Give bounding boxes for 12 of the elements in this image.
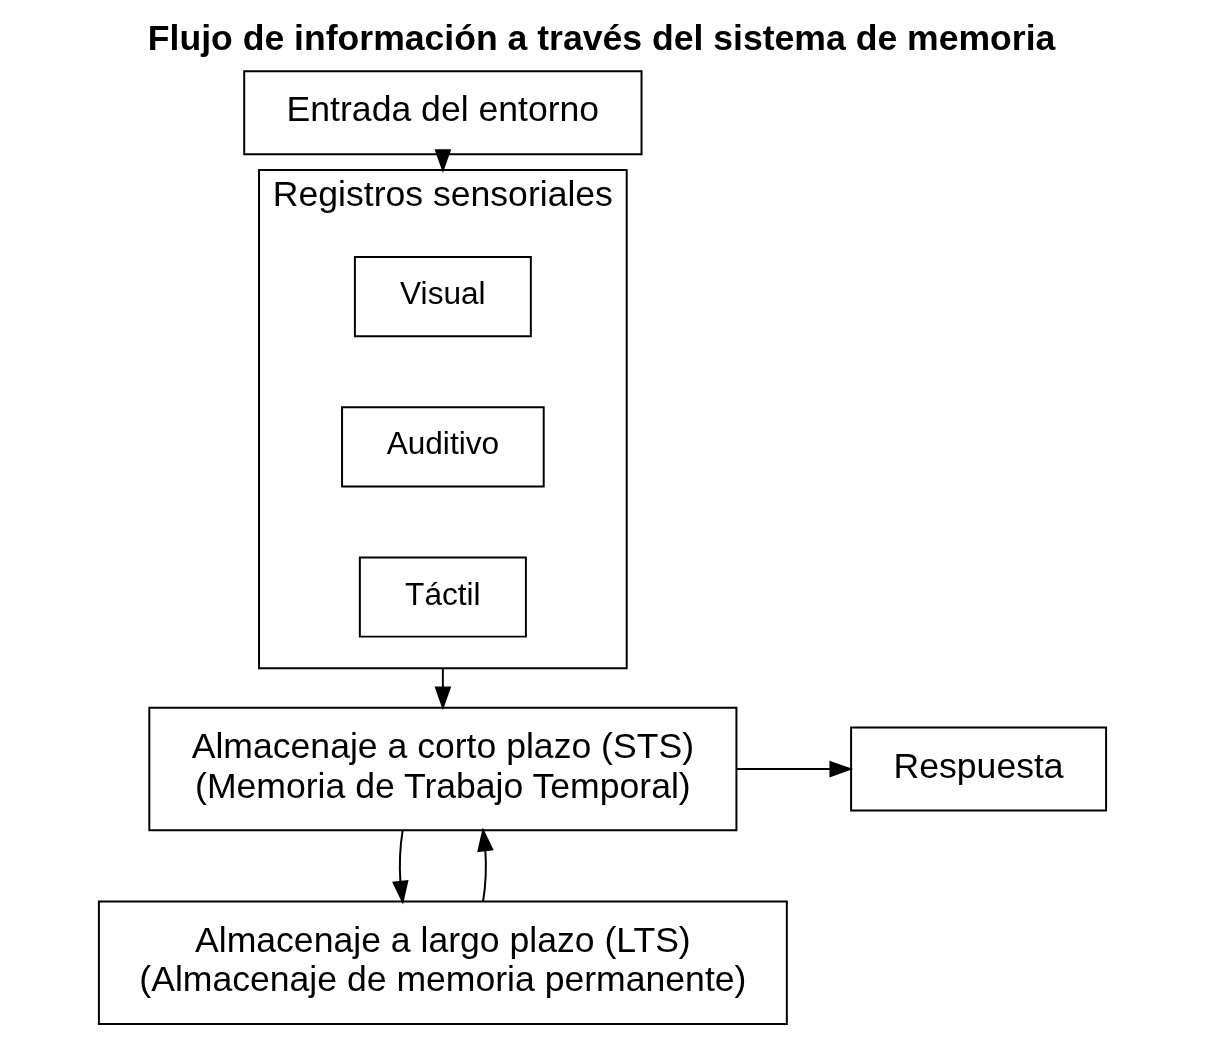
node-box: Visual: [353, 256, 532, 338]
arrow: [392, 829, 409, 905]
arrow: [434, 149, 452, 174]
diagram-title: Flujo de información a través del sistema de memoria: [147, 18, 1056, 59]
arrow: [434, 667, 452, 711]
arrow: [477, 827, 494, 903]
node-box: Respuesta: [850, 726, 1108, 812]
arrow: [735, 760, 854, 778]
node-box: Almacenaje a corto plazo (STS) (Memoria de Trabajo Temporal): [148, 706, 738, 832]
node-box: Auditivo: [341, 406, 545, 488]
node-box: Táctil: [358, 556, 527, 638]
node-box: Almacenaje a largo plazo (LTS) (Almacenaje de memoria permanente): [97, 900, 788, 1026]
